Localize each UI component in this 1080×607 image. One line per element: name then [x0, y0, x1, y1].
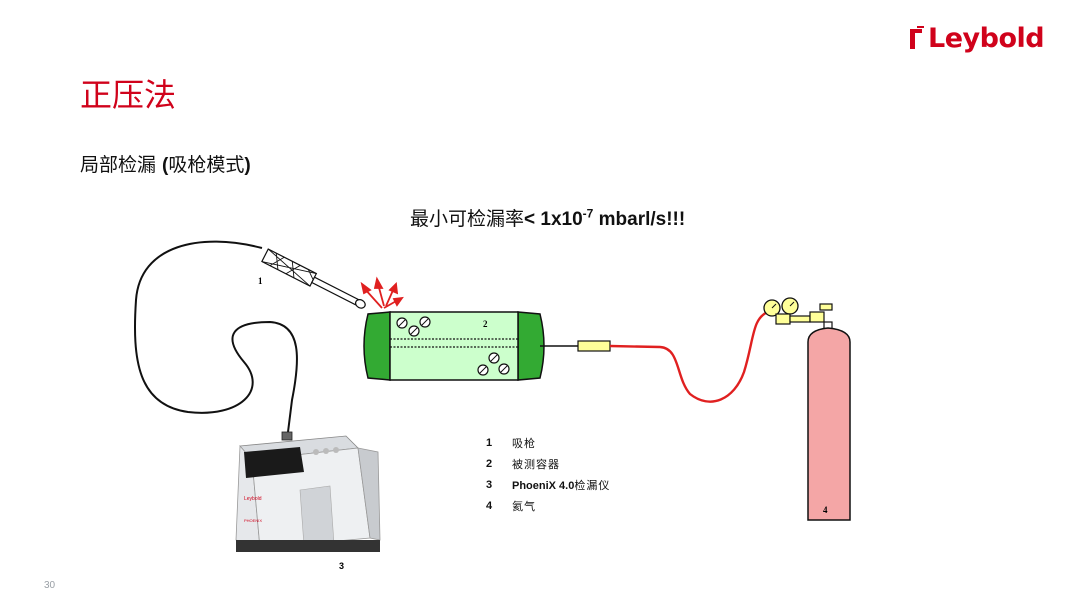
rate-value: < 1x10 [524, 209, 583, 230]
legend-number: 2 [486, 457, 493, 470]
legend-text: 被测容器 [512, 457, 560, 471]
leybold-logo: Leybold [908, 22, 1045, 56]
legend-item: 2 被测容器 [486, 453, 610, 474]
label-vessel: 2 [483, 319, 488, 329]
sniffer-hose [133, 240, 299, 433]
subtitle-paren-close: ) [244, 155, 251, 176]
leybold-logo-mark [910, 26, 924, 49]
legend-item: 1 吸枪 [486, 432, 610, 453]
legend-number: 1 [486, 436, 493, 449]
subtitle: 局部检漏 (吸枪模式) [80, 150, 251, 177]
detector-brand-label: Leybold [244, 496, 262, 502]
legend: 1 吸枪 2 被测容器 3 PhoeniX 4.0检漏仪 4 氦气 [486, 432, 610, 516]
legend-text: PhoeniX 4.0检漏仪 [512, 477, 610, 493]
detector-model-label: PHOENIX [244, 518, 262, 523]
rate-exponent: -7 [582, 206, 594, 221]
helium-cylinder-icon [807, 327, 851, 521]
pressure-regulator-icon [763, 297, 833, 333]
label-detector: 3 [339, 561, 344, 571]
helium-hose [609, 310, 769, 403]
leybold-logo-text: Leybold [928, 23, 1045, 54]
rate-unit: mbarl/s!!! [593, 209, 686, 230]
legend-number: 4 [486, 499, 493, 512]
page-title: 正压法 [80, 76, 177, 114]
legend-text-latin: PhoeniX 4.0 [512, 479, 575, 492]
legend-number: 3 [486, 478, 493, 491]
phoenix-leak-detector-icon: Leybold PHOENIX [235, 431, 381, 552]
legend-item: 3 PhoeniX 4.0检漏仪 [486, 474, 610, 495]
leak-arrows-icon [360, 276, 404, 309]
subtitle-paren-open: ( [162, 155, 169, 176]
page-number: 30 [44, 580, 56, 591]
label-cylinder: 4 [823, 505, 828, 515]
legend-text-cn: 检漏仪 [574, 478, 611, 492]
sniffer-probe-icon [261, 248, 366, 309]
legend-item: 4 氦气 [486, 495, 610, 516]
rate-prefix: 最小可检漏率 [410, 208, 525, 230]
connector-fitting [577, 340, 611, 352]
subtitle-text-a: 局部检漏 [80, 154, 163, 176]
min-leak-rate: 最小可检漏率< 1x10-7 mbarl/s!!! [410, 204, 685, 231]
subtitle-text-c: 吸枪模式 [168, 154, 245, 176]
legend-text: 氦气 [512, 499, 536, 513]
legend-text: 吸枪 [512, 436, 536, 450]
label-sniffer: 1 [258, 276, 263, 286]
test-vessel-icon [363, 311, 545, 381]
